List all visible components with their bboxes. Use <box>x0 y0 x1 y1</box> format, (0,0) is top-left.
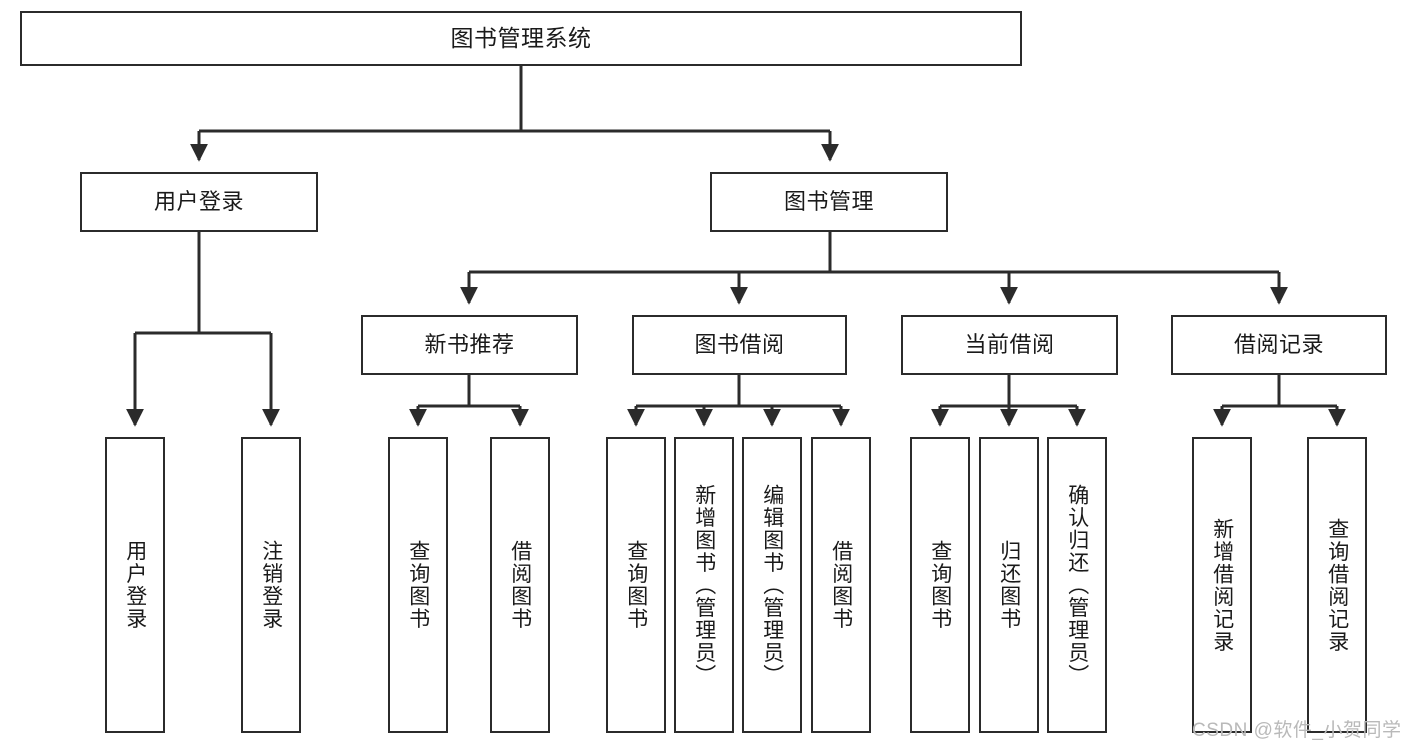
node-label: 查询图书 <box>624 540 648 630</box>
node-label: 图书管理 <box>783 189 874 215</box>
node-current-borrow[interactable]: 当前借阅 <box>901 315 1118 375</box>
node-label: 注销登录 <box>259 540 283 630</box>
node-label: 查询借阅记录 <box>1325 517 1349 653</box>
leaf-user-login-logout[interactable]: 注销登录 <box>241 437 301 733</box>
node-book-borrow[interactable]: 图书借阅 <box>632 315 847 375</box>
node-root-book-management-system[interactable]: 图书管理系统 <box>20 11 1022 66</box>
leaf-book-borrow-add-book-admin[interactable]: 新增图书（管理员） <box>674 437 734 733</box>
node-label: 图书借阅 <box>694 332 785 358</box>
leaf-borrow-records-add-record[interactable]: 新增借阅记录 <box>1192 437 1252 733</box>
node-new-book-recommend[interactable]: 新书推荐 <box>361 315 578 375</box>
node-label: 编辑图书（管理员） <box>760 483 784 687</box>
node-book-management[interactable]: 图书管理 <box>710 172 948 232</box>
leaf-user-login-login[interactable]: 用户登录 <box>105 437 165 733</box>
node-user-login[interactable]: 用户登录 <box>80 172 318 232</box>
node-label: 新书推荐 <box>424 332 515 358</box>
node-label: 借阅图书 <box>508 540 532 630</box>
node-label: 借阅记录 <box>1233 332 1324 358</box>
leaf-new-book-query-book[interactable]: 查询图书 <box>388 437 448 733</box>
csdn-watermark: CSDN @软件_小贺同学 <box>1192 715 1401 742</box>
leaf-current-borrow-return-book[interactable]: 归还图书 <box>979 437 1039 733</box>
node-label: 借阅图书 <box>829 540 853 630</box>
node-label: 新增图书（管理员） <box>692 483 716 687</box>
node-label: 当前借阅 <box>964 332 1055 358</box>
node-label: 确认归还（管理员） <box>1065 483 1089 687</box>
watermark-text: CSDN @软件_小贺同学 <box>1192 720 1402 741</box>
leaf-borrow-records-query-record[interactable]: 查询借阅记录 <box>1307 437 1367 733</box>
leaf-new-book-borrow-book[interactable]: 借阅图书 <box>490 437 550 733</box>
node-label: 查询图书 <box>406 540 430 630</box>
node-label: 新增借阅记录 <box>1210 517 1234 653</box>
leaf-current-borrow-confirm-return-admin[interactable]: 确认归还（管理员） <box>1047 437 1107 733</box>
node-label: 归还图书 <box>997 540 1021 630</box>
node-label: 用户登录 <box>123 540 147 630</box>
leaf-book-borrow-edit-book-admin[interactable]: 编辑图书（管理员） <box>742 437 802 733</box>
node-borrow-records[interactable]: 借阅记录 <box>1171 315 1387 375</box>
leaf-book-borrow-query-book[interactable]: 查询图书 <box>606 437 666 733</box>
node-label: 查询图书 <box>928 540 952 630</box>
leaf-current-borrow-query-book[interactable]: 查询图书 <box>910 437 970 733</box>
node-label: 用户登录 <box>153 189 244 215</box>
node-label: 图书管理系统 <box>450 25 592 52</box>
leaf-book-borrow-borrow-book[interactable]: 借阅图书 <box>811 437 871 733</box>
